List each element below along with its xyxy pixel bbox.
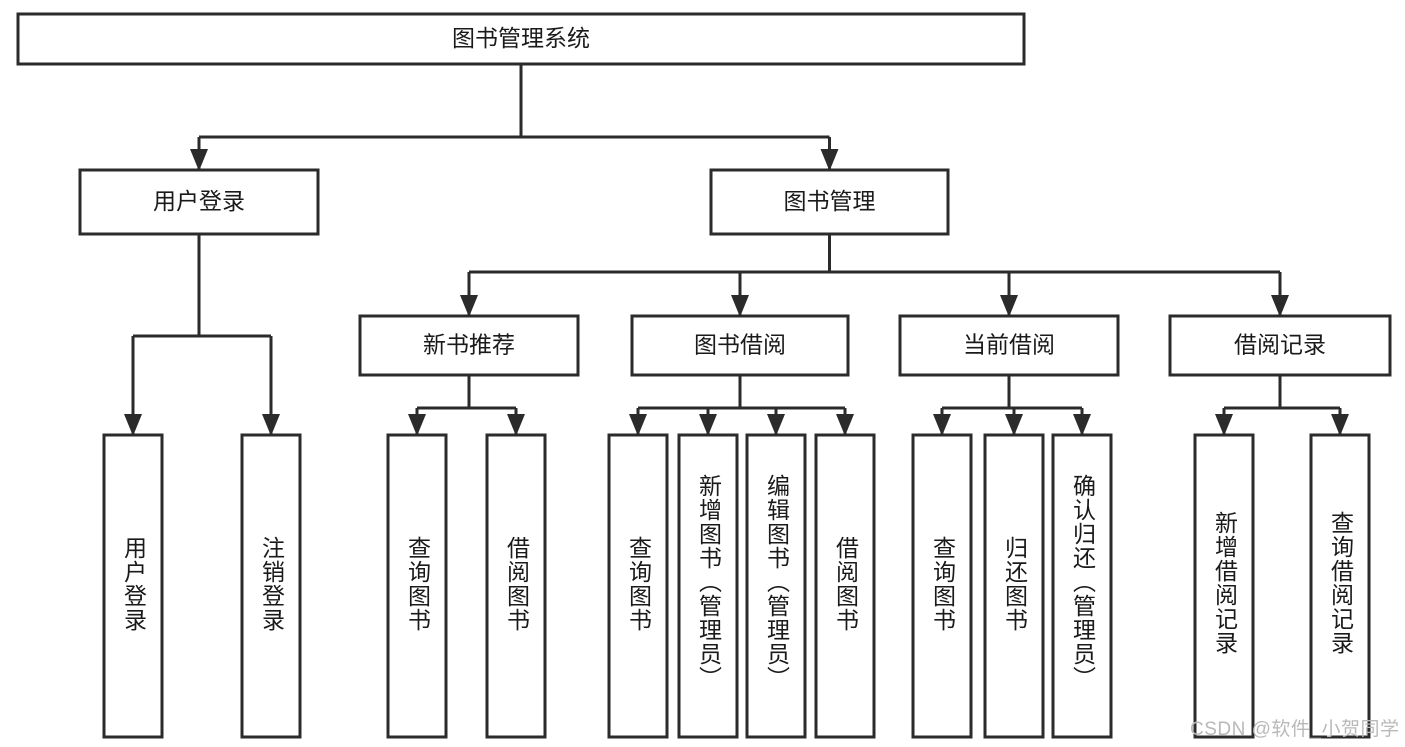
node-root[interactable]	[16, 12, 1026, 66]
node-leaf-user-logout[interactable]	[240, 433, 302, 739]
arrow-head-icon	[190, 149, 208, 171]
arrow-head-icon	[820, 149, 839, 171]
node-leaf-add-record-label: 新增借阅记录	[1211, 511, 1238, 655]
node-book-management-label: 图书管理	[784, 188, 876, 214]
node-book-borrow[interactable]	[630, 314, 850, 377]
node-leaf-return-book[interactable]	[983, 433, 1045, 739]
arrow-head-icon	[629, 414, 647, 436]
node-leaf-add-record[interactable]	[1193, 433, 1255, 739]
arrow-head-icon	[124, 414, 142, 436]
node-leaf-user-login[interactable]	[102, 433, 164, 739]
arrow-head-icon	[1000, 295, 1018, 317]
arrow-head-icon	[699, 414, 717, 436]
node-new-book-recommend-label: 新书推荐	[423, 332, 515, 358]
watermark-text: CSDN @软件_小贺同学	[1190, 719, 1400, 740]
arrow-head-icon	[507, 414, 525, 436]
arrow-head-icon	[262, 414, 280, 436]
arrow-head-icon	[836, 414, 854, 436]
arrow-head-icon	[1073, 414, 1091, 436]
node-book-borrow-label: 图书借阅	[694, 332, 786, 358]
node-leaf-query-record-label: 查询借阅记录	[1327, 511, 1354, 655]
node-leaf-add-book[interactable]	[677, 433, 739, 739]
node-leaf-return-book-label: 归还图书	[1001, 536, 1028, 632]
node-leaf-query-book-3-label: 查询图书	[929, 536, 956, 632]
node-borrow-record[interactable]	[1168, 314, 1392, 377]
node-leaf-borrow-book-2[interactable]	[814, 433, 876, 739]
arrow-head-icon	[408, 414, 426, 436]
node-leaf-confirm-return[interactable]	[1051, 433, 1113, 739]
node-current-borrow-label: 当前借阅	[963, 332, 1055, 358]
node-leaf-query-book-1[interactable]	[386, 433, 448, 739]
node-leaf-edit-book[interactable]	[745, 433, 807, 739]
arrow-head-icon	[460, 295, 478, 317]
arrow-head-icon	[1271, 295, 1289, 317]
arrow-head-icon	[1215, 414, 1233, 436]
node-leaf-confirm-return-label: 确认归还（管理员）	[1069, 473, 1096, 690]
node-user-login-label: 用户登录	[153, 188, 245, 214]
node-leaf-borrow-book-1[interactable]	[485, 433, 547, 739]
node-borrow-record-label: 借阅记录	[1234, 332, 1326, 358]
arrow-head-icon	[767, 414, 785, 436]
connector-group	[124, 64, 1349, 436]
arrow-head-icon	[933, 414, 951, 436]
node-book-management[interactable]	[709, 168, 950, 236]
node-leaf-query-book-2[interactable]	[607, 433, 669, 739]
node-current-borrow[interactable]	[898, 314, 1120, 377]
node-leaf-add-book-label: 新增图书（管理员）	[695, 473, 722, 690]
arrow-head-icon	[1331, 414, 1349, 436]
node-user-login[interactable]	[78, 168, 320, 236]
node-leaf-edit-book-label: 编辑图书（管理员）	[763, 473, 790, 690]
arrow-head-icon	[731, 295, 749, 317]
arrow-head-icon	[1005, 414, 1023, 436]
node-leaf-query-book-1-label: 查询图书	[404, 536, 431, 632]
node-leaf-query-book-3[interactable]	[911, 433, 973, 739]
node-leaf-user-login-label: 用户登录	[120, 536, 147, 632]
node-leaf-user-logout-label: 注销登录	[258, 536, 285, 632]
node-leaf-query-record[interactable]	[1309, 433, 1371, 739]
node-leaf-borrow-book-2-label: 借阅图书	[832, 536, 859, 632]
node-leaf-query-book-2-label: 查询图书	[625, 536, 652, 632]
node-root-label: 图书管理系统	[452, 25, 590, 51]
node-new-book-recommend[interactable]	[358, 314, 580, 377]
node-leaf-borrow-book-1-label: 借阅图书	[503, 536, 530, 632]
